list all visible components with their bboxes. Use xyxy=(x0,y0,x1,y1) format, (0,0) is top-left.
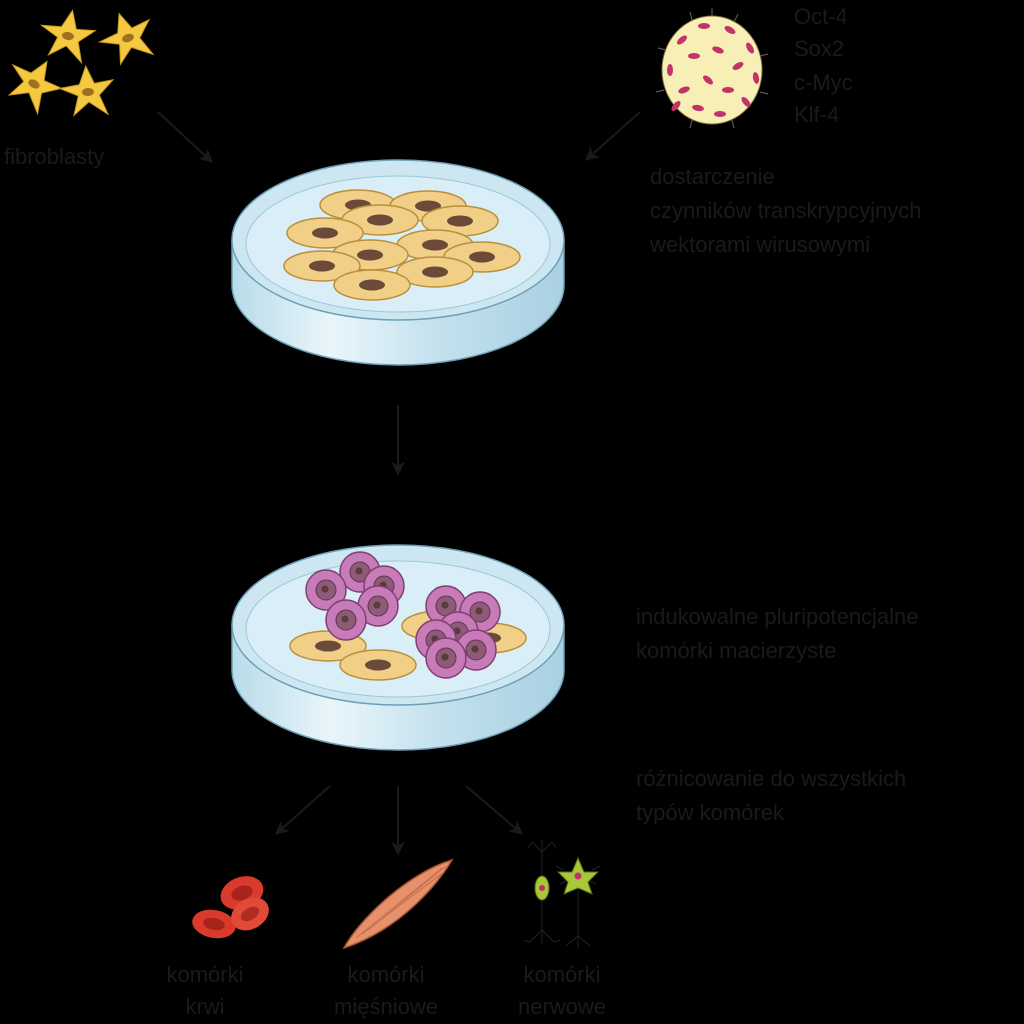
arrow-to-nerve xyxy=(465,785,524,835)
factor-label-sox2: Sox2 xyxy=(794,36,845,61)
neuron-icon xyxy=(523,840,601,948)
muscle-cell-icon xyxy=(342,858,454,950)
blood-label-line2: krwi xyxy=(185,994,225,1019)
factor-label-cmyc: c-Myc xyxy=(794,70,853,95)
ips-label-line2: komórki macierzyste xyxy=(636,638,837,663)
factor-label-oct4: Oct-4 xyxy=(794,4,848,29)
muscle-label-line2: mięśniowe xyxy=(334,994,438,1019)
differentiation-label-line2: typów komórek xyxy=(636,800,784,825)
differentiation-label-line1: różnicowanie do wszystkich xyxy=(636,766,907,791)
fibroblasts-label: fibroblasty xyxy=(4,144,105,169)
virus-icon xyxy=(655,8,769,129)
arrows xyxy=(157,111,641,856)
red-blood-cell-icon xyxy=(192,876,269,939)
muscle-label-line1: komórki xyxy=(347,962,425,987)
delivery-label-line3: wektorami wirusowymi xyxy=(650,232,871,257)
blood-label-line1: komórki xyxy=(166,962,244,987)
ips-label-line1: indukowalne pluripotencjalne xyxy=(636,604,919,629)
nerve-label-line1: komórki xyxy=(523,962,601,987)
petri-dish-icon xyxy=(231,159,565,366)
fibroblast-icon xyxy=(0,4,162,119)
arrow-virus-to-dish xyxy=(584,111,641,161)
delivery-label-line1: dostarczenie xyxy=(650,164,775,189)
nerve-label-line2: nerwowe xyxy=(517,994,607,1019)
factor-label-klf4: Klf-4 xyxy=(794,102,840,127)
arrow-fibroblasts-to-dish xyxy=(157,111,214,163)
delivery-label-line2: czynników transkrypcyjnych xyxy=(650,198,922,223)
petri-dish-icon xyxy=(231,544,565,751)
arrow-to-blood xyxy=(274,785,331,835)
